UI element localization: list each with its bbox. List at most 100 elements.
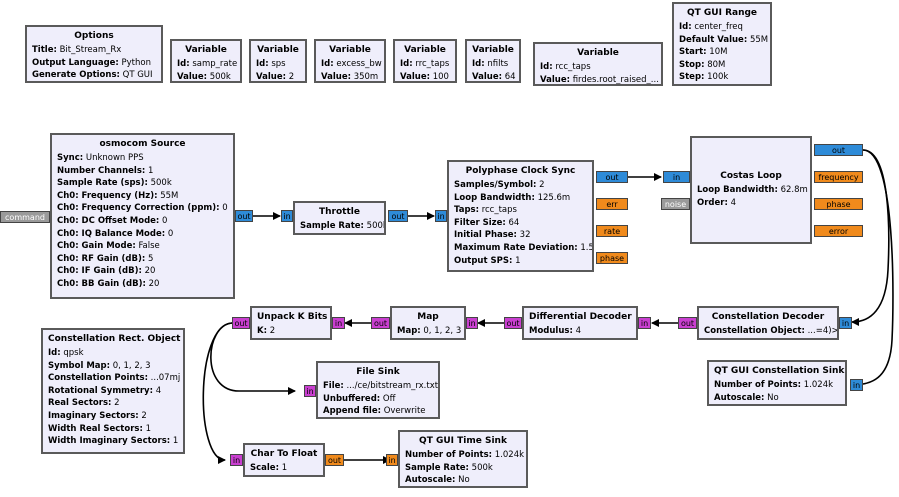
- port-costas-out[interactable]: out: [814, 144, 863, 156]
- param-row: Value: 500k: [177, 71, 235, 81]
- port-pcs-out[interactable]: out: [596, 171, 628, 183]
- port-costas-noise[interactable]: noise: [661, 198, 690, 210]
- param-row: Width Real Sectors: 1: [48, 423, 178, 436]
- param-key: Title:: [32, 45, 57, 55]
- param-value: 0: [162, 215, 168, 226]
- port-char-to-float-out[interactable]: out: [325, 454, 344, 466]
- port-file-sink-in[interactable]: in: [304, 385, 316, 397]
- port-unpack-in[interactable]: in: [332, 317, 345, 329]
- port-map-in[interactable]: in: [466, 317, 478, 329]
- param-row: Title: Bit_Stream_Rx: [32, 44, 156, 57]
- param-key: Taps:: [454, 205, 479, 216]
- port-throttle-in[interactable]: in: [281, 210, 293, 222]
- param-value: 125.6m: [537, 192, 571, 203]
- port-pcs-err[interactable]: err: [596, 198, 628, 210]
- port-pcs-phase[interactable]: phase: [596, 252, 628, 264]
- param-value: rcc_taps: [555, 62, 591, 72]
- param-value: center_freq: [694, 22, 743, 32]
- port-diff-decoder-out[interactable]: out: [504, 317, 522, 329]
- port-costas-frequency[interactable]: frequency: [814, 171, 863, 183]
- param-row: Number Channels: 1: [57, 165, 228, 178]
- param-row: Sample Rate (sps): 500k: [57, 177, 228, 190]
- port-constellation-decoder-out[interactable]: out: [678, 317, 697, 329]
- param-key: Ch0: RF Gain (dB):: [57, 253, 146, 264]
- param-value: 100: [432, 71, 449, 82]
- port-time-sink-in[interactable]: in: [386, 454, 398, 466]
- port-costas-phase[interactable]: phase: [814, 198, 863, 210]
- param-value: 20: [148, 278, 160, 289]
- param-value: sps: [271, 59, 286, 69]
- param-key: Output SPS:: [454, 255, 513, 266]
- param-row: Real Sectors: 2: [48, 397, 178, 410]
- port-constellation-decoder-in[interactable]: in: [839, 317, 852, 329]
- block-title: Options: [74, 31, 114, 41]
- port-map-out[interactable]: out: [371, 317, 390, 329]
- param-key: Ch0: Gain Mode:: [57, 241, 136, 252]
- param-value: 500k: [471, 462, 493, 473]
- param-key: Rotational Symmetry:: [48, 385, 153, 396]
- block-title: Variable: [329, 45, 371, 55]
- param-row: Sample Rate: 500k: [300, 220, 384, 233]
- param-value: nfilts: [487, 59, 509, 69]
- block-title: QT GUI Time Sink: [419, 436, 507, 446]
- param-value: 0: [222, 203, 228, 214]
- param-value: 1: [515, 255, 521, 266]
- param-key: Constellation Object:: [704, 326, 805, 336]
- param-value: 1.024k: [494, 450, 525, 460]
- port-constellation-sink-in[interactable]: in: [850, 379, 863, 391]
- param-key: Loop Bandwidth:: [697, 185, 778, 195]
- param-key: Unbuffered:: [323, 393, 381, 404]
- param-value: False: [138, 241, 160, 252]
- param-row: Id: nfilts: [472, 58, 514, 71]
- param-row: Scale: 1: [250, 462, 318, 475]
- port-char-to-float-in[interactable]: in: [230, 454, 243, 466]
- param-row: Id: rcc_taps: [540, 61, 656, 74]
- block-title: osmocom Source: [99, 139, 186, 149]
- port-osmocom-out[interactable]: out: [235, 210, 253, 222]
- block-title: Char To Float: [250, 449, 318, 459]
- param-value: 2: [269, 326, 276, 336]
- block-title: Unpack K Bits: [257, 312, 328, 322]
- param-value: .../ce/bitstream_rx.txt: [346, 381, 439, 391]
- port-pcs-rate[interactable]: rate: [596, 225, 628, 237]
- port-costas-error[interactable]: error: [814, 225, 863, 237]
- param-row: Stop: 80M: [679, 59, 765, 72]
- param-key: Constellation Points:: [48, 373, 148, 384]
- param-value: 100k: [707, 72, 729, 83]
- param-row: Sample Rate: 500k: [405, 462, 521, 475]
- port-throttle-out[interactable]: out: [388, 210, 408, 222]
- param-value: samp_rate: [192, 59, 238, 69]
- port-command[interactable]: command: [0, 211, 50, 223]
- port-diff-decoder-in[interactable]: in: [638, 317, 651, 329]
- port-unpack-out[interactable]: out: [232, 317, 250, 329]
- param-value: No: [458, 475, 470, 486]
- param-row: Ch0: Frequency Correction (ppm): 0: [57, 202, 228, 215]
- param-value: 32: [519, 230, 531, 241]
- port-pcs-in[interactable]: in: [435, 210, 447, 222]
- block-title: QT GUI Constellation Sink: [714, 366, 845, 376]
- param-key: Ch0: IQ Balance Mode:: [57, 228, 166, 239]
- port-costas-in[interactable]: in: [663, 171, 690, 183]
